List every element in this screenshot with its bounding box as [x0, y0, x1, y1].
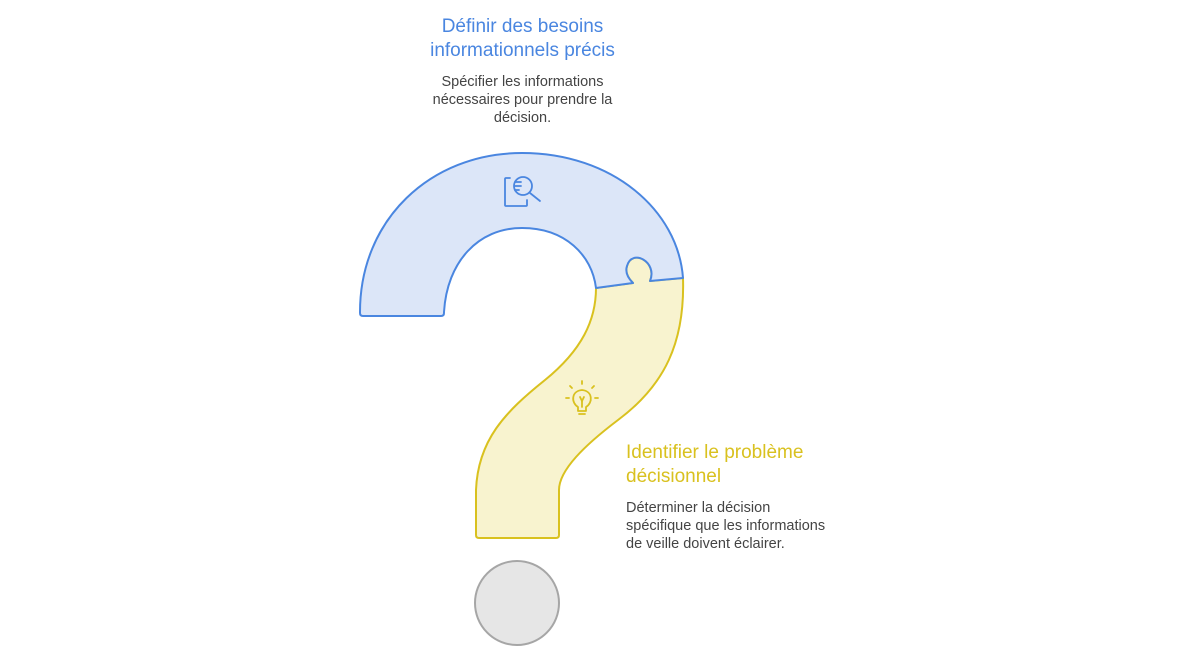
step-title: Identifier le problème décisionnel [626, 441, 856, 489]
step-description-line: Spécifier les informations [441, 74, 604, 90]
step-identify-decision-problem: Identifier le problème décisionnel Déter… [626, 441, 856, 553]
step-define-information-needs: Définir des besoins informationnels préc… [395, 15, 650, 127]
step-description-line: Déterminer la décision [626, 500, 771, 516]
step-title-line: décisionnel [626, 466, 722, 487]
lightbulb-icon [565, 380, 599, 415]
step-description-line: décision. [493, 110, 552, 126]
step-description-line: nécessaires pour prendre la [432, 92, 613, 108]
question-mark-dot [474, 560, 560, 646]
step-title-line: Identifier le problème [626, 442, 804, 463]
step-description-line: spécifique que les informations [626, 518, 826, 534]
step-title-line: informationnels précis [430, 40, 615, 61]
question-mark-arc-segment [359, 152, 684, 317]
step-title-line: Définir des besoins [441, 16, 604, 37]
step-description-line: de veille doivent éclairer. [626, 536, 785, 552]
step-description: Spécifier les informations nécessaires p… [395, 73, 650, 127]
step-title: Définir des besoins informationnels préc… [395, 15, 650, 63]
document-search-icon [504, 176, 541, 207]
step-description: Déterminer la décision spécifique que le… [626, 499, 856, 553]
